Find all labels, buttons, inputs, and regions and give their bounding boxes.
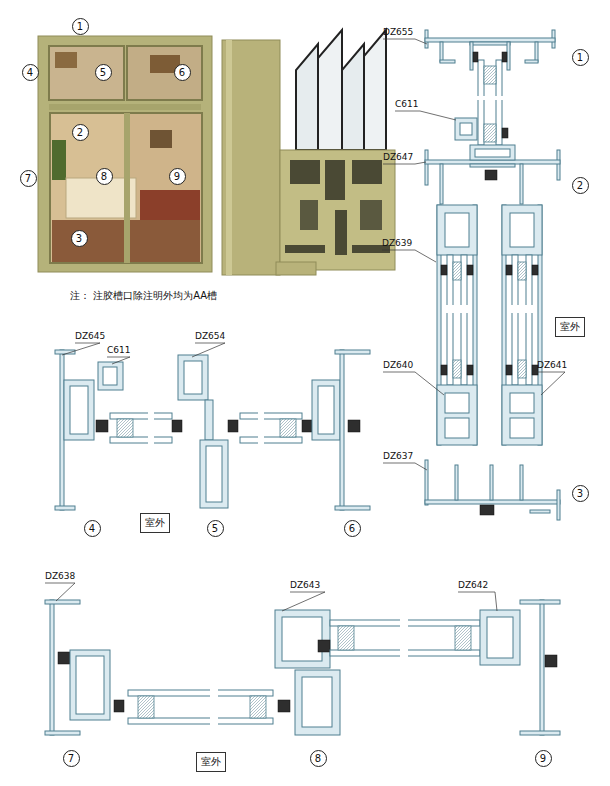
part-number: DZ639	[382, 239, 412, 249]
part-number: DZ654	[195, 332, 225, 342]
callout-text: 3	[577, 488, 583, 499]
callout-number: 5	[95, 64, 112, 81]
callout-text: 6	[179, 67, 185, 78]
side-label-box: 室外	[140, 513, 170, 533]
callout-number: 9	[169, 168, 186, 185]
callout-text: 5	[100, 67, 106, 78]
part-number: DZ640	[383, 361, 413, 371]
side-label-box: 室外	[555, 317, 585, 337]
callout-number: 6	[174, 64, 191, 81]
callout-text: 8	[101, 171, 107, 182]
callout-number: 4	[22, 64, 39, 81]
callout-number: 2	[572, 177, 589, 194]
profile-3d	[222, 30, 395, 275]
callout-text: 9	[174, 171, 180, 182]
callout-number: 8	[96, 168, 113, 185]
part-number: C611	[395, 100, 418, 110]
side-label: 室外	[145, 516, 165, 530]
side-label: 室外	[201, 755, 221, 769]
callout-number: 5	[207, 520, 224, 537]
callout-number: 3	[71, 230, 88, 247]
horizontal-section-upper	[55, 350, 370, 510]
part-number: DZ645	[75, 332, 105, 342]
callout-text: 7	[68, 753, 74, 764]
callout-number: 7	[20, 170, 37, 187]
horizontal-section-lower	[45, 600, 560, 735]
callout-number: 6	[344, 520, 361, 537]
part-number: DZ655	[383, 28, 413, 38]
callout-text: 2	[577, 180, 583, 191]
vertical-section	[425, 30, 560, 520]
callout-number: 4	[84, 520, 101, 537]
callout-text: 1	[577, 52, 583, 63]
part-number: DZ647	[383, 153, 413, 163]
callout-number: 8	[310, 750, 327, 767]
leader-lines	[45, 39, 565, 611]
callout-text: 7	[25, 173, 31, 184]
part-number: C611	[107, 346, 130, 356]
callout-text: 1	[77, 21, 83, 32]
callout-text: 4	[27, 67, 33, 78]
note-text: 注： 注胶槽口除注明外均为AA槽	[70, 290, 217, 301]
callout-text: 8	[315, 753, 321, 764]
callout-number: 7	[63, 750, 80, 767]
callout-number: 1	[572, 49, 589, 66]
callout-number: 1	[72, 18, 89, 35]
part-number: DZ638	[45, 572, 75, 582]
part-number: DZ637	[383, 452, 413, 462]
side-label-box: 室外	[196, 752, 226, 772]
side-label: 室外	[560, 320, 580, 334]
callout-number: 3	[572, 485, 589, 502]
callout-text: 5	[212, 523, 218, 534]
callout-text: 9	[540, 753, 546, 764]
part-number: DZ641	[537, 361, 567, 371]
callout-text: 4	[89, 523, 95, 534]
window-photo	[38, 36, 212, 272]
callout-text: 6	[349, 523, 355, 534]
callout-text: 2	[77, 127, 83, 138]
part-number: DZ643	[290, 581, 320, 591]
callout-number: 2	[72, 124, 89, 141]
callout-text: 3	[76, 233, 82, 244]
part-number: DZ642	[458, 581, 488, 591]
callout-number: 9	[535, 750, 552, 767]
